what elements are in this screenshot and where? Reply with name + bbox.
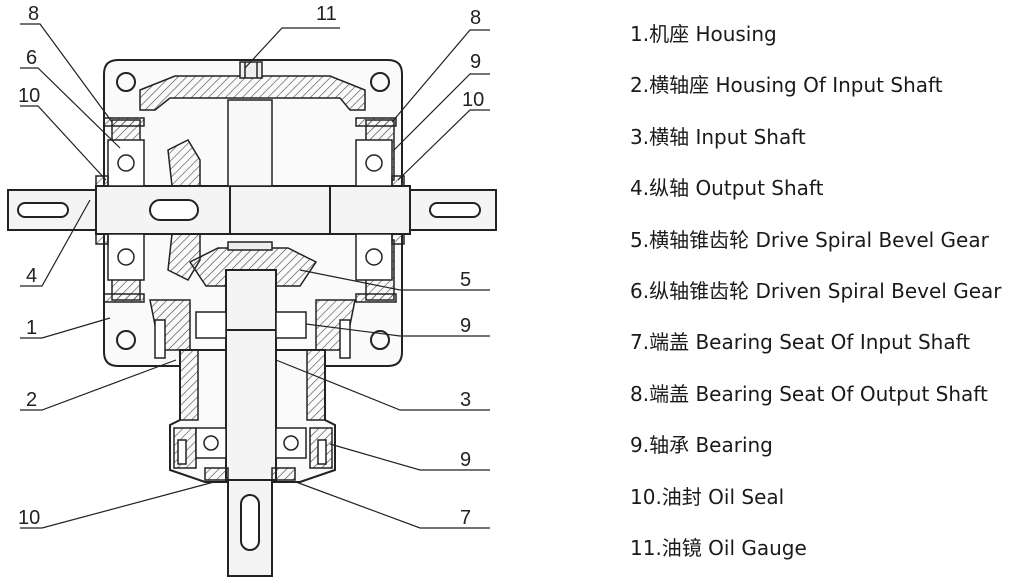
oil-gauge	[239, 61, 263, 79]
input-shaft	[225, 269, 277, 577]
legend-item-bearing: 9.轴承 Bearing	[630, 433, 773, 458]
bolts	[154, 319, 351, 465]
callout-7: 7	[460, 507, 471, 529]
callout-3: 3	[460, 389, 471, 411]
callout-9-low: 9	[460, 449, 471, 471]
callout-9-right: 9	[470, 51, 481, 73]
callout-1: 1	[26, 317, 37, 339]
parts-legend: 1.机座 Housing 2.横轴座 Housing Of Input Shaf…	[630, 18, 1030, 583]
legend-item-input-bearing-seat: 7.端盖 Bearing Seat Of Input Shaft	[630, 330, 971, 355]
output-shaft	[7, 185, 497, 235]
callout-8-right: 8	[470, 7, 481, 29]
inner-block	[227, 99, 273, 187]
callout-labels: 11 8 6 10 4 1 2 10 8 9 10 5 9 3 9 7	[18, 3, 484, 529]
legend-item-output-shaft: 4.纵轴 Output Shaft	[630, 176, 824, 201]
legend-item-input-shaft-housing: 2.横轴座 Housing Of Input Shaft	[630, 73, 943, 98]
callout-6: 6	[26, 47, 37, 69]
driven-bevel-gear	[167, 139, 201, 281]
callout-5: 5	[460, 269, 471, 291]
legend-item-output-bearing-seat: 8.端盖 Bearing Seat Of Output Shaft	[630, 381, 988, 406]
callout-11: 11	[316, 3, 337, 25]
callout-10-left: 10	[18, 85, 40, 107]
callout-8-left: 8	[28, 3, 39, 25]
input-shaft-bearings	[195, 311, 307, 459]
output-shaft-bearings	[107, 139, 393, 281]
output-shaft-seals	[95, 117, 405, 303]
legend-item-housing: 1.机座 Housing	[630, 22, 777, 46]
callout-10-bottom: 10	[18, 507, 40, 529]
legend-item-input-shaft: 3.横轴 Input Shaft	[630, 124, 806, 149]
legend-item-oil-seal: 10.油封 Oil Seal	[630, 484, 785, 509]
callout-4: 4	[26, 265, 37, 287]
drive-bevel-gear	[188, 241, 318, 287]
callout-10-right: 10	[462, 89, 484, 111]
legend-item-driven-gear: 6.纵轴锥齿轮 Driven Spiral Bevel Gear	[630, 278, 1002, 303]
legend-item-drive-gear: 5.横轴锥齿轮 Drive Spiral Bevel Gear	[630, 227, 989, 252]
callout-2: 2	[26, 389, 37, 411]
legend-item-oil-gauge: 11.油镜 Oil Gauge	[630, 535, 807, 560]
leader-lines	[20, 23, 490, 529]
input-shaft-endcap	[204, 467, 296, 481]
callout-9-mid: 9	[460, 315, 471, 337]
